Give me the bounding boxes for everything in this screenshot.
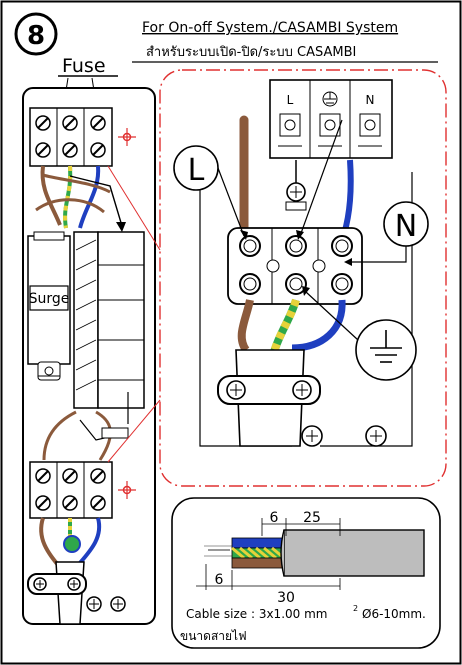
cable-size-superscript: 2 [353, 604, 358, 613]
dim-inner-bottom: 6 [215, 572, 224, 588]
bottom-terminal-block [29, 461, 113, 519]
driver-module [73, 231, 145, 409]
detail-frame [159, 69, 447, 487]
mains-terminal: L N [269, 79, 393, 159]
cable-stripping-panel: 6 25 6 30 Cable size : 3x1.00 mm 2 Ø6-10… [171, 497, 441, 649]
dim-sheath: 30 [277, 590, 295, 606]
surge-module: Surge [27, 231, 71, 381]
step-badge [14, 12, 58, 56]
terminal-n-label: N [366, 93, 375, 107]
callout-l-text: L [188, 153, 205, 188]
callout-earth [302, 286, 417, 381]
cable-diameter-text: Ø6-10mm. [362, 607, 426, 621]
terminal-l-label: L [287, 93, 294, 107]
red-marker-top [118, 128, 136, 146]
title-english: For On-off System./CASAMBI System [142, 20, 398, 36]
callout-live: L [173, 145, 248, 240]
callout-neutral: N [344, 201, 429, 266]
cable-clamp [217, 375, 321, 405]
detail-view: L N [173, 79, 429, 447]
step-number: 8 [27, 21, 45, 51]
cable-thai-text: ขนาดสายไฟ [180, 629, 247, 643]
callout-n-text: N [395, 209, 417, 244]
top-terminal-block [29, 107, 113, 167]
cable-size-text: Cable size : 3x1.00 mm [186, 607, 327, 621]
dim-outer-top: 25 [303, 510, 321, 526]
gear-tray: Surge [22, 87, 161, 625]
red-marker-bottom [118, 481, 136, 499]
fuse-label: Fuse [62, 55, 106, 77]
luminaire-terminal-block [227, 227, 363, 305]
wire-blue [341, 159, 354, 235]
cable-clamp-small [27, 573, 126, 612]
title-thai: สำหรับระบบเปิด-ปิด/ระบบ CASAMBI [146, 45, 356, 60]
surge-label: Surge [29, 291, 70, 307]
dim-inner-top: 6 [270, 510, 279, 526]
